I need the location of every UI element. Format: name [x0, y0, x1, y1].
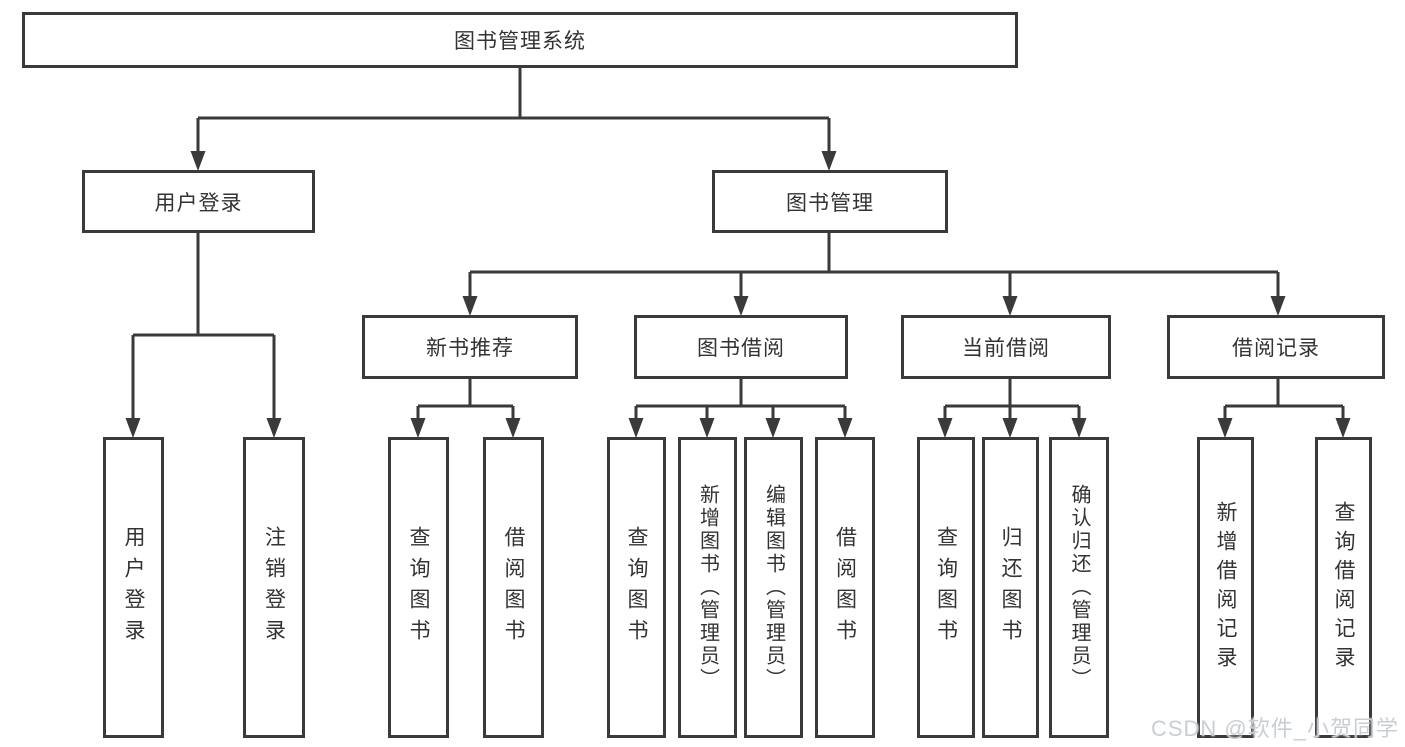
- leaf-query-books-recommend: 查询图书: [388, 437, 449, 738]
- leaf-query-books-borrow-label: 查询图书: [625, 525, 648, 650]
- leaf-logout: 注销登录: [243, 437, 305, 738]
- leaf-borrow-books-recommend-label: 借阅图书: [502, 525, 525, 650]
- node-book-management: 图书管理: [712, 170, 948, 233]
- leaf-logout-label: 注销登录: [262, 525, 286, 650]
- leaf-add-borrow-record-label: 新增借阅记录: [1214, 500, 1237, 675]
- leaf-query-books-current: 查询图书: [917, 437, 975, 738]
- leaf-user-login-label: 用户登录: [122, 525, 145, 650]
- leaf-query-borrow-record: 查询借阅记录: [1315, 437, 1372, 738]
- leaf-query-books-current-label: 查询图书: [934, 525, 958, 650]
- node-root-system: 图书管理系统: [22, 12, 1018, 68]
- leaf-query-borrow-record-label: 查询借阅记录: [1332, 500, 1355, 675]
- node-user-login-label: 用户登录: [154, 191, 243, 215]
- node-user-login: 用户登录: [82, 170, 315, 233]
- node-book-management-label: 图书管理: [786, 191, 874, 215]
- csdn-watermark: CSDN @软件_小贺同学: [1150, 716, 1399, 741]
- leaf-return-books: 归还图书: [982, 437, 1039, 738]
- leaf-borrow-books-recommend: 借阅图书: [483, 437, 544, 738]
- node-new-book-recommend: 新书推荐: [362, 315, 578, 379]
- node-borrowing-records-label: 借阅记录: [1232, 337, 1320, 360]
- node-borrowing-records: 借阅记录: [1167, 315, 1385, 379]
- leaf-confirm-return-admin-label: 确认归还（管理员）: [1068, 484, 1090, 691]
- leaf-add-book-admin-label: 新增图书（管理员）: [696, 484, 719, 691]
- node-current-borrowing: 当前借阅: [901, 315, 1111, 379]
- node-book-borrowing: 图书借阅: [634, 315, 848, 379]
- leaf-add-borrow-record: 新增借阅记录: [1197, 437, 1254, 738]
- leaf-add-book-admin: 新增图书（管理员）: [678, 437, 737, 738]
- leaf-return-books-label: 归还图书: [999, 525, 1022, 650]
- leaf-borrow-books: 借阅图书: [815, 437, 875, 738]
- leaf-confirm-return-admin: 确认归还（管理员）: [1049, 437, 1109, 738]
- node-book-borrowing-label: 图书借阅: [697, 337, 785, 360]
- leaf-query-books-borrow: 查询图书: [607, 437, 666, 738]
- node-root-label: 图书管理系统: [454, 30, 586, 53]
- leaf-edit-book-admin-label: 编辑图书（管理员）: [762, 484, 785, 691]
- leaf-query-books-recommend-label: 查询图书: [407, 525, 430, 650]
- leaf-user-login: 用户登录: [103, 437, 164, 738]
- leaf-edit-book-admin: 编辑图书（管理员）: [744, 437, 803, 738]
- node-current-borrowing-label: 当前借阅: [962, 337, 1050, 360]
- node-new-book-recommend-label: 新书推荐: [426, 337, 514, 360]
- leaf-borrow-books-label: 借阅图书: [833, 525, 857, 650]
